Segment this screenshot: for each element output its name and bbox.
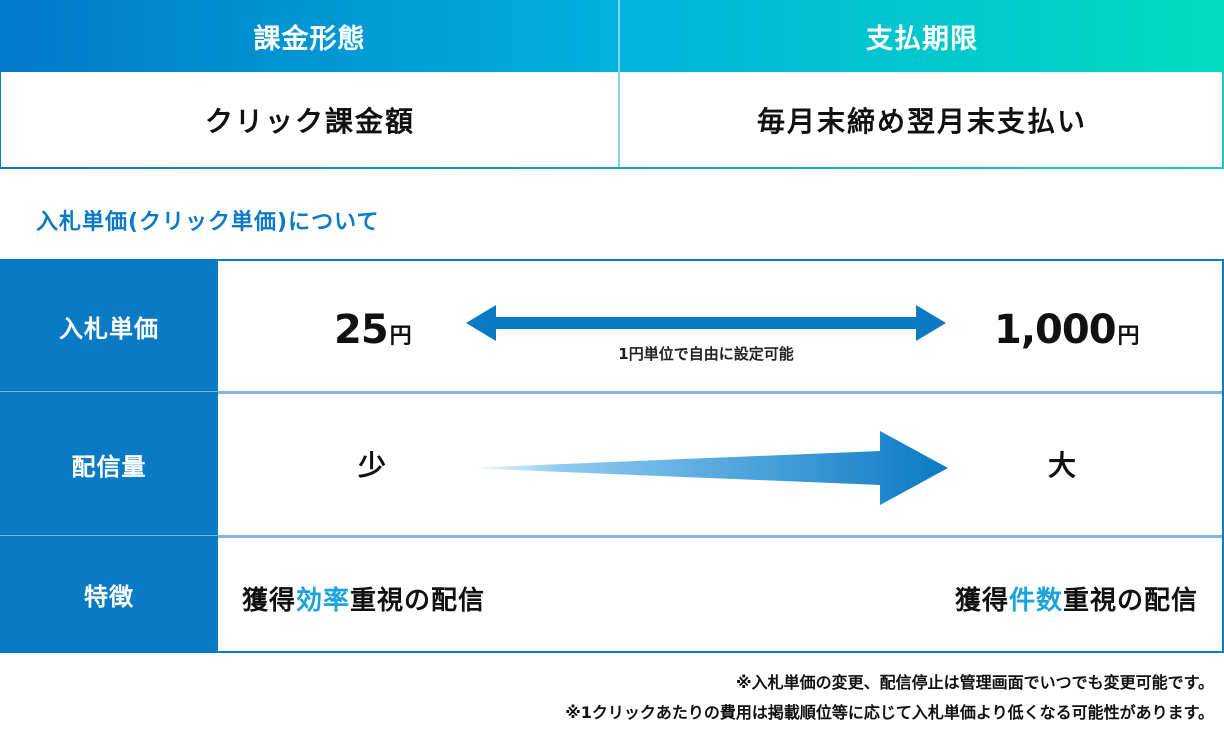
feature-left-accent: 効率: [296, 586, 351, 616]
billing-type-value: クリック課金額: [204, 104, 415, 138]
feature-right-post: 重視の配信: [1062, 586, 1198, 616]
growing-arrow-icon: [466, 431, 948, 505]
row-content-delivery-volume: 少 大: [218, 392, 1222, 536]
body-divider: [618, 72, 620, 167]
billing-table-header: 課金形態 支払期限: [0, 0, 1224, 72]
row-label-characteristics: 特徴: [0, 536, 218, 653]
volume-low: 少: [358, 449, 387, 482]
row-label-bid-price: 入札単価: [0, 261, 218, 392]
row-bid-price: 入札単価 25円 1円単位で自由に設定可能 1,000円: [0, 261, 1222, 392]
double-arrow-icon: [466, 305, 946, 341]
feature-efficiency: 獲得効率重視の配信: [242, 580, 485, 617]
footnote: ※1クリックあたりの費用は掲載順位等に応じて入札単価より低くなる可能性があります…: [565, 703, 1214, 722]
max-price-unit: 円: [1117, 324, 1140, 349]
min-price: 25円: [334, 307, 412, 353]
feature-left-pre: 獲得: [242, 586, 297, 616]
bid-price-table: 入札単価 25円 1円単位で自由に設定可能 1,000円 配信量 少: [0, 259, 1224, 653]
payment-deadline-value: 毎月末締め翌月末支払い: [756, 104, 1087, 138]
row-delivery-volume: 配信量 少 大: [0, 392, 1222, 536]
row-divider: [0, 535, 1222, 538]
footnote: ※入札単価の変更、配信停止は管理画面でいつでも変更可能です。: [736, 673, 1214, 692]
feature-right-accent: 件数: [1008, 586, 1063, 616]
volume-high: 大: [1048, 449, 1077, 482]
header-billing-type: 課金形態: [253, 23, 366, 55]
header-divider: [618, 0, 620, 72]
billing-summary-table: 課金形態 支払期限 クリック課金額 毎月末締め翌月末支払い: [0, 0, 1224, 169]
feature-right-pre: 獲得: [954, 586, 1009, 616]
max-price-value: 1,000: [994, 307, 1117, 353]
feature-volume: 獲得件数重視の配信: [955, 580, 1198, 617]
row-divider: [0, 391, 1222, 394]
header-payment-deadline: 支払期限: [866, 23, 978, 55]
billing-table-body: クリック課金額 毎月末締め翌月末支払い: [0, 72, 1224, 169]
row-label-delivery-volume: 配信量: [0, 392, 218, 536]
row-characteristics: 特徴 獲得効率重視の配信 獲得件数重視の配信: [0, 536, 1222, 653]
price-setting-note: 1円単位で自由に設定可能: [618, 345, 794, 363]
footnotes: ※入札単価の変更、配信停止は管理画面でいつでも変更可能です。 ※1クリックあたり…: [565, 668, 1214, 728]
min-price-value: 25: [334, 307, 389, 353]
min-price-unit: 円: [389, 324, 412, 349]
feature-left-post: 重視の配信: [350, 586, 486, 616]
row-content-bid-price: 25円 1円単位で自由に設定可能 1,000円: [218, 261, 1222, 392]
row-content-characteristics: 獲得効率重視の配信 獲得件数重視の配信: [218, 536, 1222, 653]
max-price: 1,000円: [994, 307, 1140, 353]
section-title: 入札単価(クリック単価)について: [36, 210, 380, 235]
